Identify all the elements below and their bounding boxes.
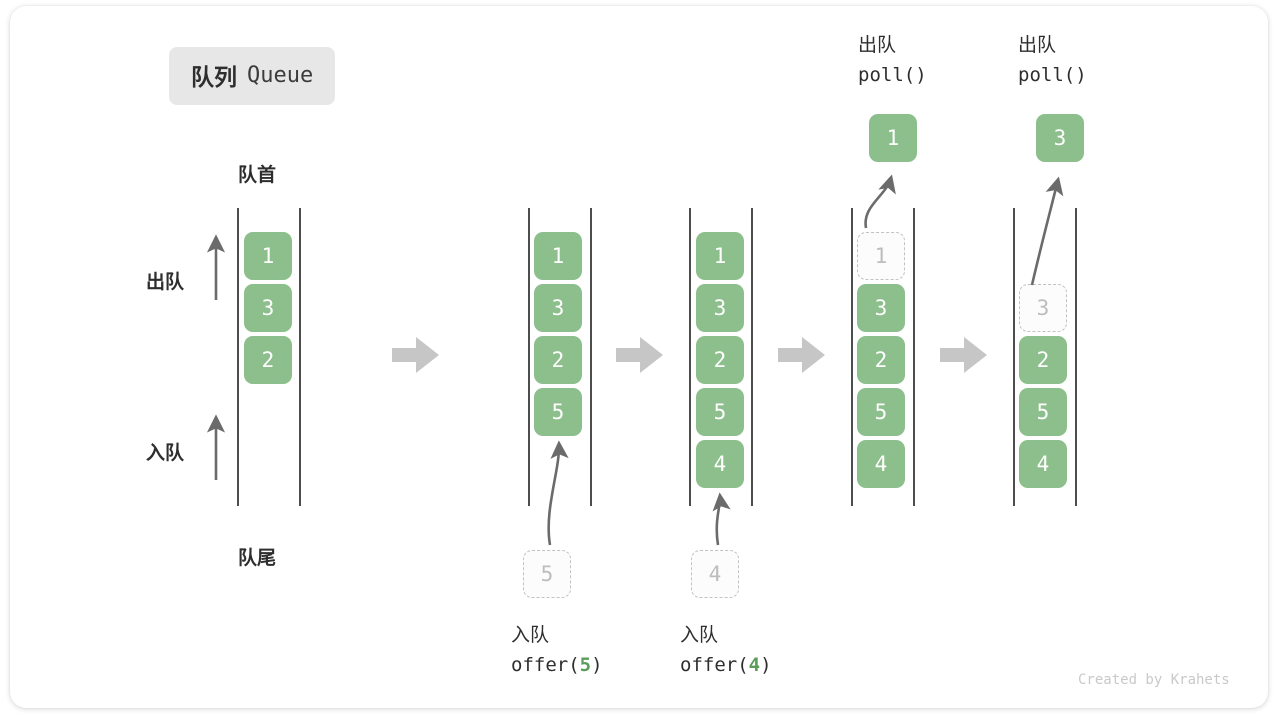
queue-cell: 1 — [696, 232, 744, 280]
queue-cell: 3 — [696, 284, 744, 332]
queue-cell: 4 — [696, 440, 744, 488]
queue-cell-removed: 1 — [857, 232, 905, 280]
dequeue-label: 出队 — [146, 271, 185, 293]
poll-1-label-line2: poll() — [858, 64, 927, 86]
credit-text: Created by Krahets — [1078, 672, 1230, 688]
poll-1-label: 出队 poll() — [858, 30, 927, 90]
queue-cell: 2 — [696, 336, 744, 384]
poll-1-label-line1: 出队 — [858, 34, 897, 56]
queue-cell: 1 — [244, 232, 292, 280]
offer-4-arrow — [712, 492, 731, 546]
queue-cell: 2 — [244, 336, 292, 384]
pending-enqueue-cell-5: 5 — [523, 550, 571, 598]
queue-cell: 5 — [1019, 388, 1067, 436]
step-arrow-icon — [392, 337, 439, 373]
queue-cell: 5 — [857, 388, 905, 436]
diagram-title-badge: 队列 Queue — [169, 47, 336, 105]
queue-tail-label: 队尾 — [238, 547, 277, 569]
step-arrow-icon — [616, 337, 663, 373]
queue-rail-left-4 — [851, 208, 853, 506]
enqueue-label: 入队 — [146, 442, 185, 464]
queue-rail-right-3 — [751, 208, 753, 506]
queue-cell: 5 — [696, 388, 744, 436]
queue-cell: 3 — [534, 284, 582, 332]
queue-rail-left-3 — [689, 208, 691, 506]
queue-cell: 5 — [534, 388, 582, 436]
poll-3-label: 出队 poll() — [1018, 30, 1087, 90]
queue-rail-left-5 — [1013, 208, 1015, 506]
queue-cell: 3 — [244, 284, 292, 332]
offer-4-label: 入队 offer(4) — [680, 620, 772, 680]
title-en: Queue — [247, 62, 314, 88]
queue-cell: 4 — [1019, 440, 1067, 488]
queue-cell: 2 — [857, 336, 905, 384]
queue-rail-right-5 — [1075, 208, 1077, 506]
offer-5-label: 入队 offer(5) — [511, 620, 603, 680]
offer-5-arrow — [547, 440, 569, 546]
polled-cell-3: 3 — [1036, 114, 1084, 162]
step-arrow-icon — [778, 337, 825, 373]
queue-rail-left-2 — [528, 208, 530, 506]
queue-cell: 1 — [534, 232, 582, 280]
poll-3-label-line1: 出队 — [1018, 34, 1057, 56]
polled-cell-1: 1 — [869, 114, 917, 162]
offer-4-prefix: offer( — [680, 654, 749, 676]
offer-5-prefix: offer( — [511, 654, 580, 676]
offer-5-value: 5 — [579, 654, 592, 676]
poll-3-arrow — [1030, 176, 1064, 286]
queue-rail-left-1 — [237, 208, 239, 506]
step-arrow-icon — [940, 337, 987, 373]
offer-4-label-line2: offer(4) — [680, 650, 772, 680]
title-cn: 队列 — [191, 65, 237, 91]
queue-head-label: 队首 — [238, 164, 277, 186]
queue-cell: 2 — [1019, 336, 1067, 384]
offer-5-label-line2: offer(5) — [511, 650, 603, 680]
offer-4-value: 4 — [748, 654, 761, 676]
offer-5-label-line1: 入队 — [511, 624, 550, 646]
queue-cell: 2 — [534, 336, 582, 384]
poll-1-arrow — [864, 174, 896, 229]
offer-4-suffix: ) — [760, 654, 772, 676]
queue-rail-right-1 — [299, 208, 301, 506]
queue-cell-removed: 3 — [1019, 284, 1067, 332]
poll-3-label-line2: poll() — [1018, 64, 1087, 86]
offer-4-label-line1: 入队 — [680, 624, 719, 646]
offer-5-suffix: ) — [591, 654, 603, 676]
queue-rail-right-2 — [590, 208, 592, 506]
queue-cell: 4 — [857, 440, 905, 488]
queue-cell: 3 — [857, 284, 905, 332]
queue-rail-right-4 — [913, 208, 915, 506]
pending-enqueue-cell-4: 4 — [691, 550, 739, 598]
